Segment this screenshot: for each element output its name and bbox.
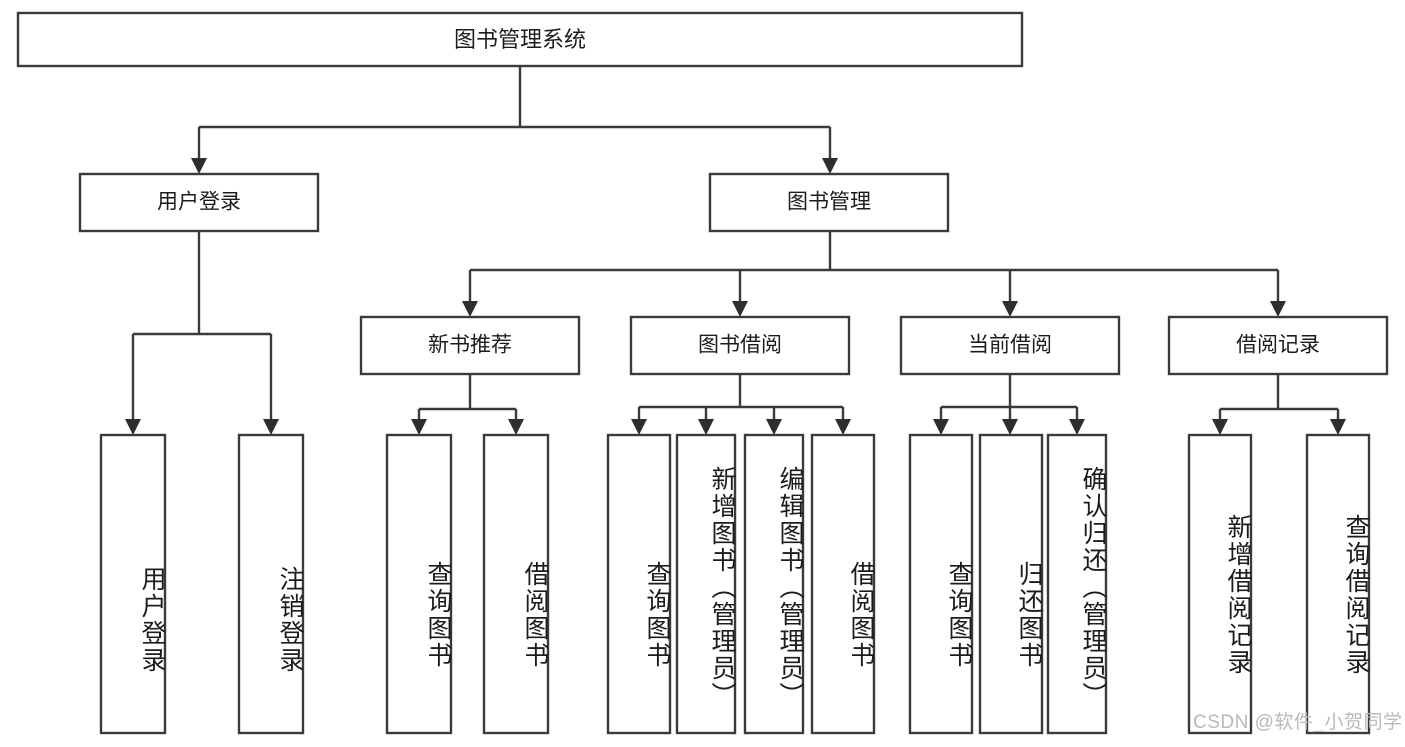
node-current-borrow-label: 当前借阅	[968, 334, 1052, 357]
leaf-query-book-2-box[interactable]	[606, 433, 672, 735]
node-user-login-box[interactable]	[78, 172, 320, 233]
leaf-query-record-box[interactable]	[1305, 433, 1371, 735]
leaf-return-book-box[interactable]	[978, 433, 1044, 735]
arrow-to-leaf-query-book-1	[411, 419, 427, 435]
arrow-to-leaf-query-book-3	[933, 419, 949, 435]
node-borrow-record-box[interactable]	[1167, 315, 1389, 376]
arrow-to-book-borrow	[732, 301, 748, 317]
arrow-to-leaf-add-book	[698, 419, 714, 435]
node-root-box[interactable]	[16, 11, 1024, 68]
node-borrow-record[interactable]: 借阅记录	[1167, 315, 1389, 376]
leaf-borrow-book-2-box[interactable]	[810, 433, 876, 735]
node-book-manage-box[interactable]	[708, 172, 950, 233]
leaf-borrow-book-1-box[interactable]	[482, 433, 550, 735]
leaf-query-book-3-box[interactable]	[908, 433, 974, 735]
connector-layer	[125, 66, 1346, 435]
node-borrow-record-label: 借阅记录	[1236, 334, 1320, 357]
arrow-to-leaf-query-book-2	[631, 419, 647, 435]
node-book-manage-label: 图书管理	[787, 191, 871, 214]
arrow-to-user-login	[191, 158, 207, 174]
arrow-to-leaf-user-login	[125, 419, 141, 435]
node-book-borrow-box[interactable]	[629, 315, 851, 376]
leaf-edit-book-box[interactable]	[743, 433, 805, 735]
arrow-to-leaf-add-record	[1212, 419, 1228, 435]
arrow-to-leaf-query-record	[1330, 419, 1346, 435]
leaf-add-book-box[interactable]	[675, 433, 737, 735]
arrow-to-leaf-borrow-book-2	[835, 419, 851, 435]
leaf-add-record-box[interactable]	[1187, 433, 1253, 735]
arrow-to-leaf-edit-book	[766, 419, 782, 435]
arrow-to-current-borrow	[1002, 301, 1018, 317]
node-current-borrow-box[interactable]	[899, 315, 1121, 376]
csdn-watermark: CSDN @软件_小贺同学	[1193, 712, 1403, 733]
node-book-borrow[interactable]: 图书借阅	[629, 315, 851, 376]
node-root[interactable]: 图书管理系统	[16, 11, 1024, 68]
node-new-book-recommend-box[interactable]	[359, 315, 581, 376]
node-book-borrow-label: 图书借阅	[698, 334, 782, 357]
node-user-login-label: 用户登录	[157, 191, 241, 214]
node-new-book-recommend[interactable]: 新书推荐	[359, 315, 581, 376]
arrow-to-book-manage	[822, 158, 838, 174]
arrow-to-new-book-recommend	[462, 301, 478, 317]
node-user-login[interactable]: 用户登录	[78, 172, 320, 233]
node-root-label: 图书管理系统	[454, 27, 586, 52]
node-layer: 图书管理系统 用户登录 图书管理 新书推荐 图书借阅 当前	[16, 11, 1389, 735]
leaf-query-book-1-box[interactable]	[385, 433, 453, 735]
arrow-to-leaf-confirm-return	[1069, 419, 1085, 435]
arrow-to-leaf-return-book	[1002, 419, 1018, 435]
leaf-confirm-return-box[interactable]	[1046, 433, 1108, 735]
leaf-user-login-box[interactable]	[99, 433, 167, 735]
arrow-to-leaf-logout	[263, 419, 279, 435]
node-book-manage[interactable]: 图书管理	[708, 172, 950, 233]
node-current-borrow[interactable]: 当前借阅	[899, 315, 1121, 376]
arrow-to-borrow-record	[1270, 301, 1286, 317]
leaf-logout-box[interactable]	[237, 433, 305, 735]
node-new-book-recommend-label: 新书推荐	[428, 334, 512, 357]
arrow-to-leaf-borrow-book-1	[508, 419, 524, 435]
